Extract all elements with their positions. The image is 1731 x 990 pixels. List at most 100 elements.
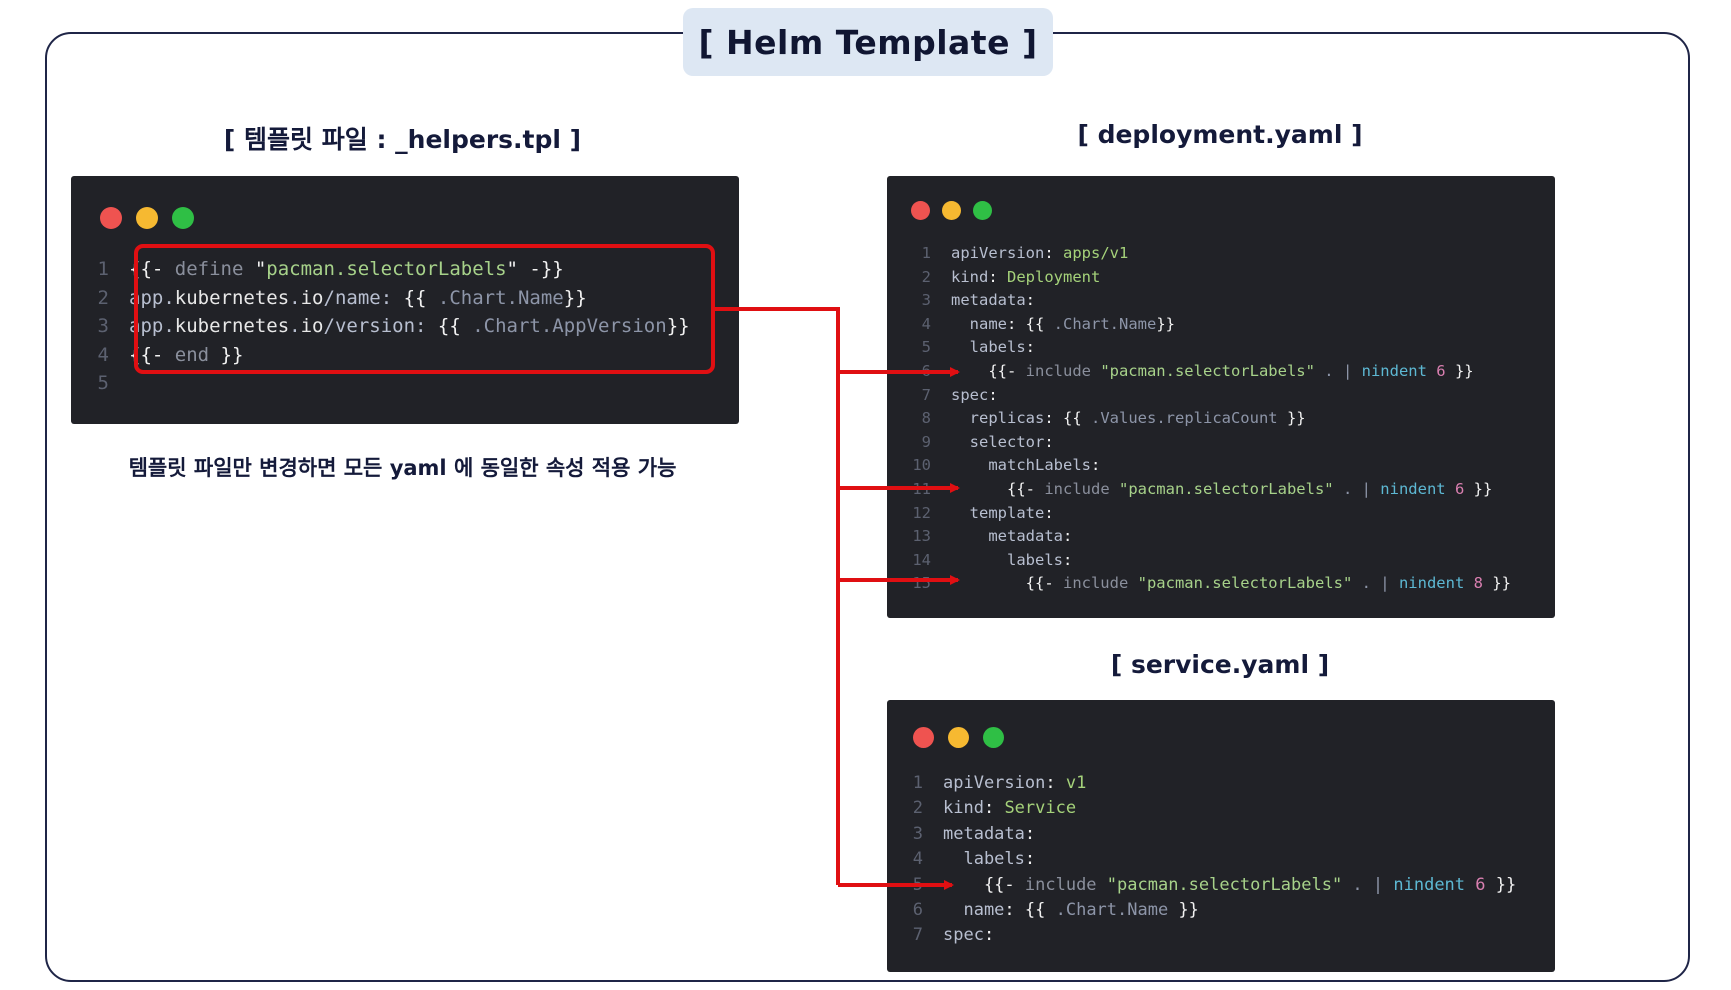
code-text: replicas: {{ .Values.replicaCount }} [951,407,1306,431]
diagram-title: [ Helm Template ] [683,8,1053,76]
code-token: nindent [1398,574,1474,593]
line-number: 12 [912,503,931,522]
code-token: }} [563,286,587,309]
code-token: : {{ [1007,314,1054,333]
code-token: 6 [1436,361,1446,380]
line-number: 3 [912,823,923,844]
line-number: 10 [912,456,931,475]
code-token: labels [951,550,1063,569]
line-number: 5 [921,338,931,357]
code-line: 3 metadata: [905,822,1516,847]
code-token: kind [951,267,989,286]
code-token: . [289,286,301,309]
code-token: labels [951,338,1026,357]
code-token: apiVersion [951,244,1045,262]
code-line: 13 metadata: [905,525,1511,549]
code-token: .Chart.Name [1053,314,1157,333]
code-token: {{- [951,479,1045,498]
code-line: 15 {{- include "pacman.selectorLabels" .… [905,572,1511,596]
code-token: : [988,267,1007,286]
code-token: kubernetes [174,286,290,309]
close-dot-icon [913,727,934,748]
code-token: : [1044,503,1054,522]
line-number: 7 [921,385,931,404]
code-token: apiVersion [943,773,1046,793]
code-token: : [1045,773,1066,793]
code-text: app.kubernetes.io/version: {{ .Chart.App… [129,312,690,341]
line-number: 5 [97,372,109,394]
line-number: 3 [921,291,931,310]
line-number: 1 [912,773,923,793]
code-token: .Values.replicaCount [1091,409,1278,428]
code-token: }} [1464,479,1493,498]
code-token: 8 [1473,574,1483,593]
code-text: {{- include "pacman.selectorLabels" . | … [951,572,1511,596]
code-token: nindent [1393,874,1476,895]
code-line: 4 labels: [905,847,1516,872]
line-number: 2 [921,267,931,286]
code-token: nindent [1361,361,1437,380]
code-token: : [1090,456,1101,475]
line-number: 8 [921,409,931,428]
code-token: .Chart.Name [437,286,564,309]
code-token: name [951,314,1007,333]
maximize-dot-icon [172,207,194,229]
code-line: 9 selector: [905,431,1511,455]
code-token: " [254,258,267,280]
code-text: labels: [951,336,1035,360]
code-text: spec: [951,384,998,408]
code-token: "pacman.selectorLabels" [1100,361,1315,380]
code-token: end [174,343,221,366]
line-number: 1 [97,258,109,280]
code-token: . | [1314,361,1362,380]
code-token: name [943,900,1005,921]
code-line: 14 labels: [905,549,1511,573]
code-text: spec: [943,923,994,948]
code-text: labels: [951,549,1072,573]
line-number: 2 [912,798,923,819]
code-token: metadata [951,527,1063,546]
code-token: app. [129,286,175,309]
code-token: kind [943,798,984,819]
code-text: {{- include "pacman.selectorLabels" . | … [951,360,1473,384]
code-line: 2 kind: Service [905,796,1516,821]
helpers-note: 템플릿 파일만 변경하면 모든 yaml 에 동일한 속성 적용 가능 [128,456,677,480]
code-token: app. [129,315,175,337]
code-token: : {{ [1004,900,1056,921]
code-line: 5 {{- include "pacman.selectorLabels" . … [905,873,1516,898]
line-number: 1 [921,244,931,262]
code-text: metadata: [943,822,1035,847]
maximize-dot-icon [983,727,1004,748]
code-token: }} [1485,874,1517,895]
code-line: 1 apiVersion: v1 [905,771,1516,796]
code-token: . [289,315,301,337]
code-token: : [1024,849,1036,870]
code-token: io [300,286,324,309]
code-token: .Chart.AppVersion [472,315,667,337]
minimize-dot-icon [136,207,158,229]
service-caption: [ service.yaml ] [1110,650,1330,679]
minimize-dot-icon [942,201,961,220]
code-token: . | [1352,574,1399,593]
service-code-window: 1 apiVersion: v1 2 kind: Service 3 metadata:4… [887,700,1555,972]
code-token: Service [1004,798,1077,819]
code-token: : [983,925,995,946]
code-token: }} [666,315,690,337]
code-token: }} [1277,409,1306,428]
code-text: template: [951,502,1054,526]
close-dot-icon [911,201,930,220]
code-token: }} [220,343,244,366]
code-token: selector [951,432,1045,451]
code-text: {{- include "pacman.selectorLabels" . | … [943,873,1516,898]
code-token: labels [943,849,1025,870]
code-line: 1{{- define "pacman.selectorLabels" -}} [89,255,690,284]
include-block-highlight [134,244,715,374]
service-code-lines: 1 apiVersion: v1 2 kind: Service 3 metadata:4… [905,771,1516,949]
code-text: metadata: [951,289,1035,313]
line-number: 4 [921,314,931,333]
code-text: kind: Service [943,796,1076,821]
code-token: {{ [403,286,438,309]
code-token: v1 [1065,773,1087,793]
